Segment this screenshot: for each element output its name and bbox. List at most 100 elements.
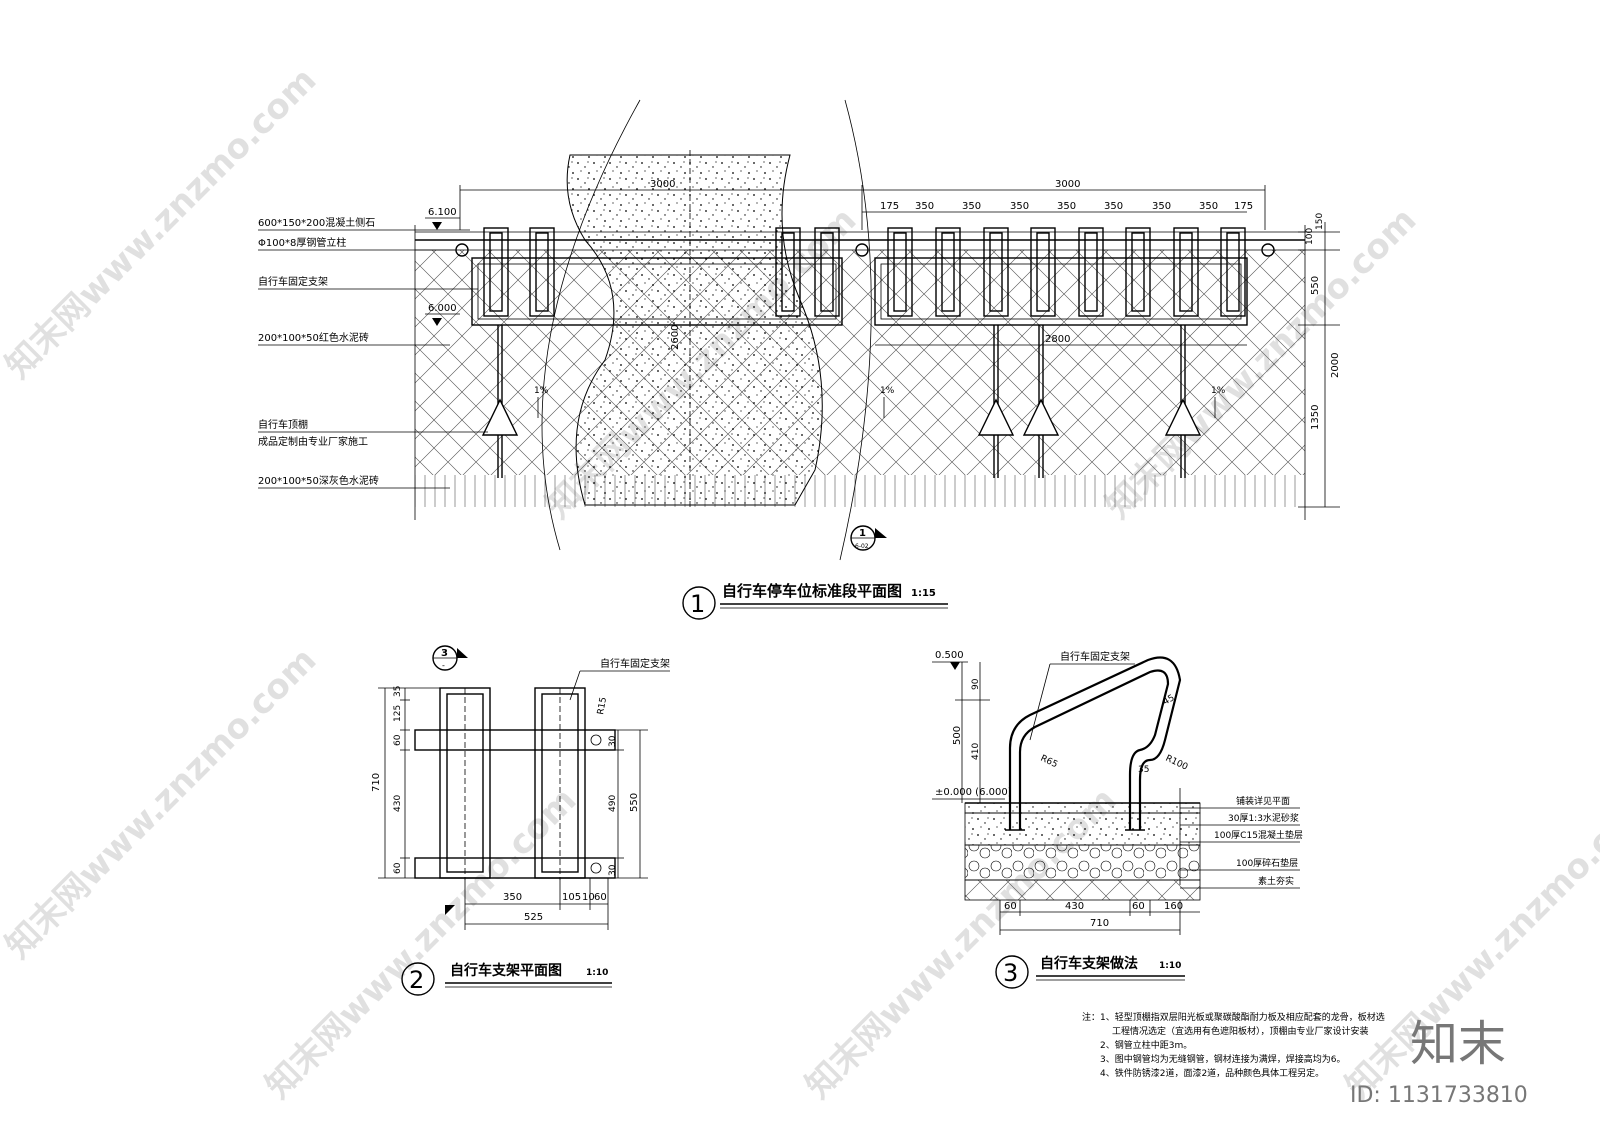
red-brick-paving xyxy=(415,250,1305,475)
detail-3: 自行车固定支架 R65 R100 45 35 0.500 ±0.000 (6.0… xyxy=(932,650,1303,989)
dim-right-span: 3000 xyxy=(1055,179,1080,190)
svg-text:710: 710 xyxy=(1090,918,1109,929)
svg-text:0.500: 0.500 xyxy=(935,650,964,661)
svg-text:3: 3 xyxy=(1003,959,1018,987)
level-top: 6.100 xyxy=(428,207,457,218)
svg-text:525: 525 xyxy=(524,912,543,923)
notes: 注： 1、轻型顶棚指双层阳光板或聚碳酸酯耐力板及相应配套的龙骨，板材选 工程情况… xyxy=(1082,1011,1385,1079)
svg-text:160: 160 xyxy=(1164,901,1183,912)
svg-text:710: 710 xyxy=(371,773,382,792)
label-red-brick: 200*100*50红色水泥砖 xyxy=(258,331,369,344)
brand-id: ID: 1131733810 xyxy=(1350,1083,1528,1108)
plan-1: 1% 1% 1% 2600 3000 3000 175 350 350 350 … xyxy=(258,99,1341,620)
right-dim: 100 xyxy=(1305,228,1315,245)
svg-text:-: - xyxy=(442,661,445,670)
svg-text:30: 30 xyxy=(608,864,618,876)
radius-label: R15 xyxy=(596,696,609,715)
svg-text:素土夯实: 素土夯实 xyxy=(1258,875,1294,887)
svg-text:350: 350 xyxy=(915,201,934,212)
svg-text:350: 350 xyxy=(1152,201,1171,212)
svg-text:60: 60 xyxy=(594,892,607,903)
svg-text:35: 35 xyxy=(1138,765,1149,775)
right-dim: 1350 xyxy=(1310,405,1321,430)
svg-text:35: 35 xyxy=(393,686,403,697)
right-dim: 150 xyxy=(1315,213,1325,230)
svg-text:3: 3 xyxy=(441,648,448,659)
svg-text:350: 350 xyxy=(1057,201,1076,212)
section-mark-3: 3 - xyxy=(432,645,468,915)
plan1-title: 1 自行车停车位标准段平面图 1:15 xyxy=(682,582,948,620)
label-canopy-b: 成品定制由专业厂家施工 xyxy=(258,435,368,448)
right-dim-total: 2000 xyxy=(1330,353,1341,378)
svg-text:175: 175 xyxy=(1234,201,1253,212)
title-number: 1 xyxy=(690,590,705,618)
svg-text:350: 350 xyxy=(503,892,522,903)
note-item: 2、钢管立柱中距3m。 xyxy=(1100,1039,1192,1051)
title-text: 自行车停车位标准段平面图 xyxy=(722,582,902,600)
svg-text:350: 350 xyxy=(1104,201,1123,212)
svg-text:500: 500 xyxy=(952,726,963,745)
paving-dim: 2600 xyxy=(670,325,681,350)
steel-post xyxy=(855,243,869,257)
svg-text:1:10: 1:10 xyxy=(1159,961,1181,971)
label-rack: 自行车固定支架 xyxy=(600,657,670,670)
svg-text:6-02: 6-02 xyxy=(855,543,869,550)
plan1-labels: 600*150*200混凝土侧石 Φ100*8厚钢管立柱 自行车固定支架 200… xyxy=(258,216,488,489)
note-item: 3、图中钢管均为无缝钢管，钢材连接为满焊，焊接高均为6。 xyxy=(1100,1053,1345,1065)
svg-text:430: 430 xyxy=(393,795,403,812)
svg-text:30: 30 xyxy=(608,735,618,747)
note-item: 工程情况选定（宜选用有色遮阳板材），顶棚由专业厂家设计安装 xyxy=(1112,1025,1369,1037)
svg-text:410: 410 xyxy=(971,743,981,760)
svg-text:60: 60 xyxy=(393,862,403,874)
svg-text:490: 490 xyxy=(608,795,618,812)
svg-text:铺装详见平面: 铺装详见平面 xyxy=(1236,795,1290,807)
svg-text:2: 2 xyxy=(409,966,424,994)
svg-text:R100: R100 xyxy=(1164,754,1190,773)
rack-frame-left xyxy=(471,257,843,326)
note-item: 1、轻型顶棚指双层阳光板或聚碳酸酯耐力板及相应配套的龙骨，板材选 xyxy=(1100,1011,1385,1023)
watermark: 知末网www.znzmo.com xyxy=(0,640,324,966)
section-mark-1: 1 6-02 xyxy=(850,525,887,551)
svg-text:100厚C15混凝土垫层: 100厚C15混凝土垫层 xyxy=(1214,829,1303,841)
note-item: 4、铁件防锈漆2道，面漆2道，品种颜色具体工程另定。 xyxy=(1100,1067,1324,1079)
brand-mark: 知末 ID: 1131733810 xyxy=(1350,1016,1528,1108)
brand-logo: 知末 xyxy=(1410,1016,1506,1072)
right-dim: 550 xyxy=(1310,276,1321,295)
svg-text:125: 125 xyxy=(393,705,403,722)
right-segment-dims: 175 350 350 350 350 350 350 350 175 xyxy=(880,201,1253,212)
rack-loops-right xyxy=(887,227,1246,317)
svg-text:自行车支架做法: 自行车支架做法 xyxy=(1040,955,1138,972)
title-scale: 1:15 xyxy=(911,588,936,599)
svg-text:60: 60 xyxy=(1132,901,1145,912)
svg-text:350: 350 xyxy=(1010,201,1029,212)
svg-text:350: 350 xyxy=(962,201,981,212)
svg-text:175: 175 xyxy=(880,201,899,212)
label-rack: 自行车固定支架 xyxy=(1060,650,1130,663)
svg-text:60: 60 xyxy=(1004,901,1017,912)
dim-left-span: 3000 xyxy=(650,179,675,190)
grey-brick-paving xyxy=(415,475,1305,507)
svg-text:R65: R65 xyxy=(1039,754,1059,771)
detail3-title: 3 自行车支架做法 1:10 xyxy=(995,955,1185,989)
svg-text:自行车支架平面图: 自行车支架平面图 xyxy=(450,962,562,979)
rack-loops-left xyxy=(483,227,840,317)
label-curb: 600*150*200混凝土侧石 xyxy=(258,216,375,229)
svg-text:100厚碎石垫层: 100厚碎石垫层 xyxy=(1236,857,1298,869)
svg-text:1:10: 1:10 xyxy=(586,968,608,978)
slope-label: 1% xyxy=(534,386,549,396)
level-mid: 6.000 xyxy=(428,303,457,314)
plan-2: 3 - 自行车固定支架 R15 35 125 60 430 60 710 30 … xyxy=(371,645,670,996)
svg-text:90: 90 xyxy=(971,678,981,690)
svg-text:430: 430 xyxy=(1065,901,1084,912)
label-rack: 自行车固定支架 xyxy=(258,275,328,288)
label-post: Φ100*8厚钢管立柱 xyxy=(258,236,346,249)
svg-text:±0.000 (6.000): ±0.000 (6.000) xyxy=(935,787,1012,798)
label-canopy-a: 自行车顶棚 xyxy=(258,418,308,431)
svg-text:1: 1 xyxy=(859,528,866,539)
label-grey-brick: 200*100*50深灰色水泥砖 xyxy=(258,474,379,487)
svg-text:550: 550 xyxy=(629,793,640,812)
svg-text:105: 105 xyxy=(562,892,581,903)
slope-label: 1% xyxy=(880,386,895,396)
canopy-arrows xyxy=(481,325,1202,478)
dim-rack-width: 2800 xyxy=(1045,334,1070,345)
